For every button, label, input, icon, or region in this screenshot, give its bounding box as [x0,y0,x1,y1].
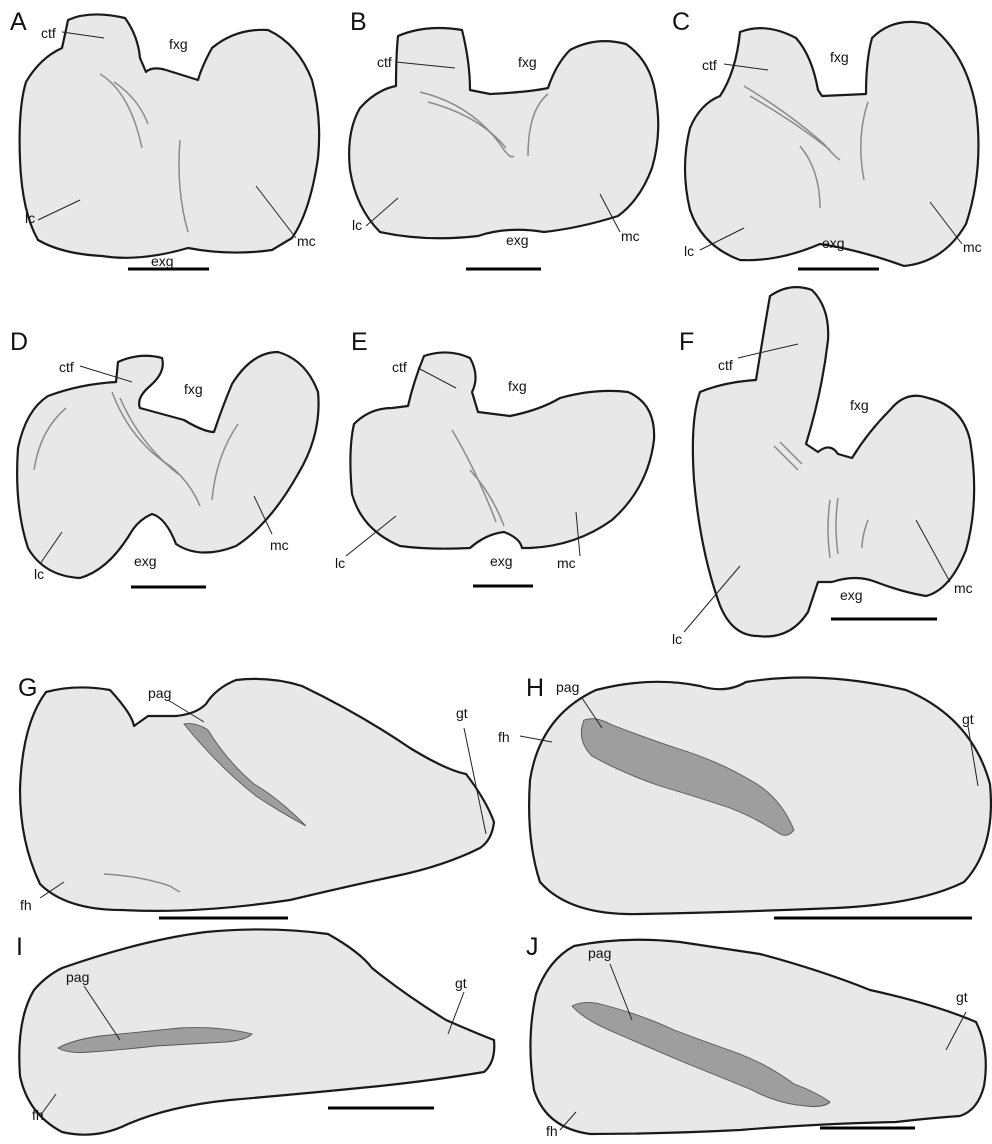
label-fxg-a: fxg [169,36,188,52]
label-exg-c: exg [822,235,845,251]
panel-letter-b: B [350,8,367,36]
label-lc-c: lc [684,243,694,259]
panel-b: B ctf fxg lc mc exg [349,8,658,269]
label-mc-c: mc [963,239,982,255]
femur-outline-e [350,352,654,548]
label-gt-g: gt [456,705,468,721]
label-exg-f: exg [840,587,863,603]
label-fh-j: fh [546,1123,558,1139]
femur-outline-b [349,28,658,238]
panel-g: G pag gt fh [18,674,494,918]
panel-h: H pag gt fh [498,674,991,918]
label-pag-h: pag [556,679,579,695]
label-mc-b: mc [621,228,640,244]
label-fxg-e: fxg [508,378,527,394]
label-exg-b: exg [506,232,529,248]
label-fh-i: fh [32,1107,44,1123]
panel-letter-j: J [526,933,539,961]
femur-outline-f [693,287,974,636]
label-fxg-b: fxg [518,54,537,70]
label-gt-j: gt [956,989,968,1005]
panel-a: A ctf fxg lc mc exg [10,8,319,269]
label-ctf-b: ctf [377,54,392,70]
label-ctf-a: ctf [41,25,56,41]
panel-letter-g: G [18,674,37,702]
label-exg-a: exg [151,253,174,269]
label-ctf-e: ctf [392,359,407,375]
panel-letter-c: C [672,8,690,36]
label-mc-e: mc [557,555,576,571]
label-ctf-c: ctf [702,57,717,73]
label-fxg-f: fxg [850,397,869,413]
label-exg-d: exg [134,553,157,569]
panel-e: E ctf fxg lc mc exg [335,328,654,586]
label-ctf-d: ctf [59,359,74,375]
panel-letter-a: A [10,8,27,36]
panel-letter-f: F [679,328,694,356]
label-lc-a: lc [25,210,35,226]
panel-j: J pag gt fh [526,933,986,1139]
label-lc-f: lc [672,631,682,647]
panel-i: I pag gt fh [16,929,494,1134]
label-lc-b: lc [352,217,362,233]
label-gt-i: gt [455,975,467,991]
label-mc-a: mc [297,233,316,249]
femur-outline-j [530,940,985,1134]
panel-f: F ctf fxg lc mc exg [672,287,974,647]
label-gt-h: gt [962,711,974,727]
label-lc-e: lc [335,555,345,571]
label-fxg-d: fxg [184,381,203,397]
label-fh-h: fh [498,729,510,745]
panel-letter-e: E [351,328,368,356]
label-mc-d: mc [270,537,289,553]
label-fh-g: fh [20,897,32,913]
label-pag-g: pag [148,685,171,701]
label-pag-j: pag [588,945,611,961]
label-mc-f: mc [954,580,973,596]
label-lc-d: lc [34,566,44,582]
panel-letter-d: D [10,328,28,356]
label-pag-i: pag [66,969,89,985]
label-fxg-c: fxg [830,49,849,65]
femur-outline-i [19,929,494,1134]
panel-letter-h: H [526,674,544,702]
label-ctf-f: ctf [718,357,733,373]
panel-c: C ctf fxg lc mc exg [672,8,982,269]
panel-letter-i: I [16,933,23,961]
label-exg-e: exg [490,553,513,569]
panel-d: D ctf fxg lc mc exg [10,328,319,587]
